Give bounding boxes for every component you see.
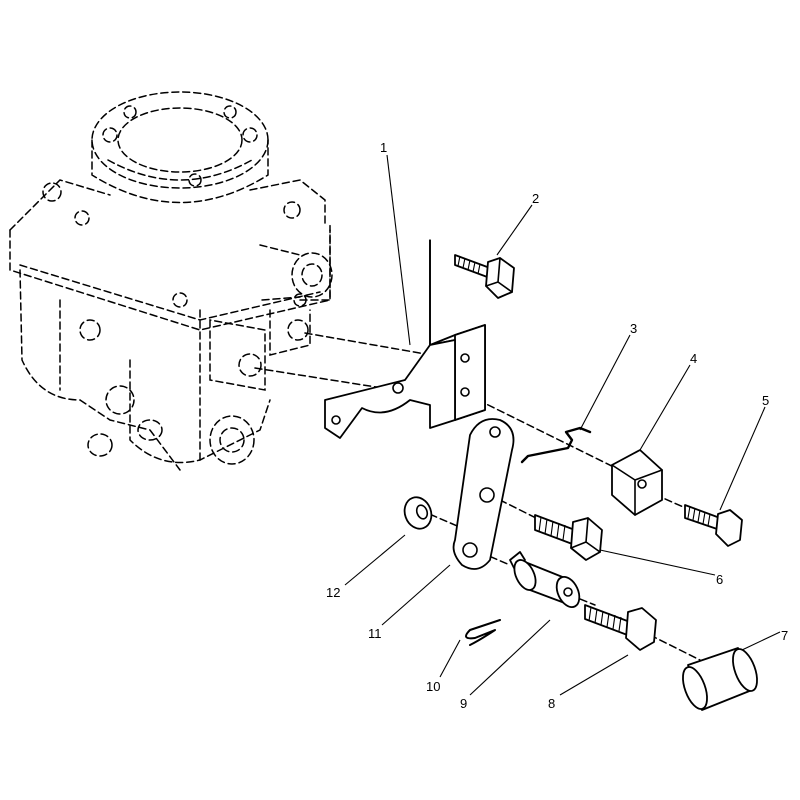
part-1-bracket (324, 239, 486, 439)
callout-5: 5 (762, 393, 769, 408)
part-9-swivel (509, 551, 581, 609)
part-3-rod-clip (520, 426, 592, 464)
callout-7: 7 (781, 628, 788, 643)
carburetor-phantom (9, 91, 333, 471)
part-7-cap (682, 647, 758, 711)
part-11-link-arm (452, 418, 515, 570)
part-6-bolt (534, 514, 603, 561)
callout-1: 1 (380, 140, 387, 155)
part-8-screw (584, 604, 657, 651)
callout-3: 3 (630, 321, 637, 336)
part-12-washer (403, 496, 433, 530)
part-4-clamp-block (611, 449, 663, 516)
callout-6: 6 (716, 572, 723, 587)
part-5-screw (684, 504, 743, 547)
callout-2: 2 (532, 191, 539, 206)
callout-labels: 1 2 3 4 5 6 7 8 9 10 11 12 (326, 140, 788, 711)
callout-9: 9 (460, 696, 467, 711)
callout-8: 8 (548, 696, 555, 711)
part-2-bolt (454, 254, 515, 299)
part-10-hairpin-clip (465, 619, 501, 646)
leader-lines (344, 154, 781, 696)
callout-10: 10 (426, 679, 440, 694)
callout-4: 4 (690, 351, 697, 366)
callout-12: 12 (326, 585, 340, 600)
callout-11: 11 (368, 626, 382, 641)
